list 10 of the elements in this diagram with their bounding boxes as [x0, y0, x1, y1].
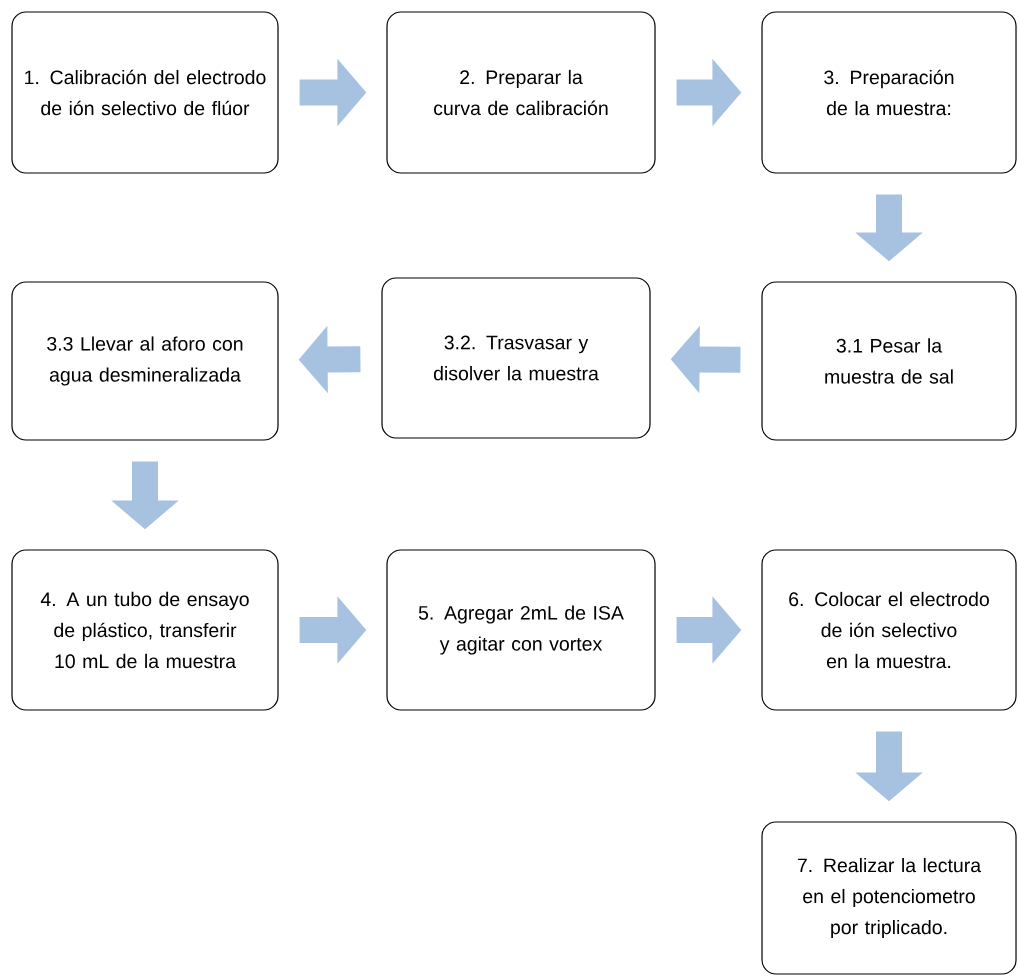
process-box: 4. A un tubo de ensayo de plástico, transferir 10 mL de la muestra	[11, 549, 279, 711]
process-box: 3.1 Pesar la muestra de sal	[761, 281, 1017, 441]
process-box: 3.2. Trasvasar y disolver la muestra	[381, 277, 651, 439]
process-box: 6. Colocar el electrodo de ión selectivo en la muestra.	[761, 549, 1017, 711]
process-box: 7. Realizar la lectura en el potenciometro por triplicado.	[761, 821, 1017, 975]
process-box: 3.3 Llevar al aforo con agua desmineralizada	[11, 281, 279, 441]
process-box: 5. Agregar 2mL de ISA y agitar con vortex	[386, 549, 656, 711]
process-box: 1. Calibración del electrodo de ión selectivo de flúor	[11, 11, 279, 174]
process-box: 2. Preparar la curva de calibración	[386, 11, 656, 174]
process-box: 3. Preparación de la muestra:	[761, 11, 1017, 174]
